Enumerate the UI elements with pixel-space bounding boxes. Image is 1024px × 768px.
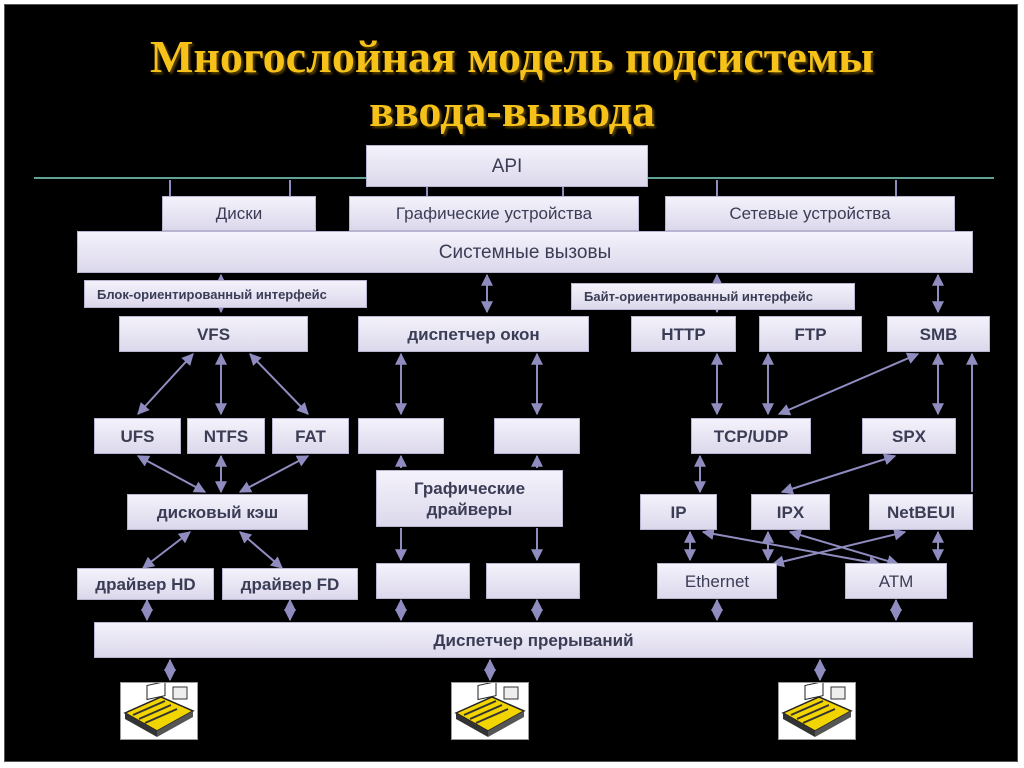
disks-box: Диски <box>162 196 316 231</box>
ip-box: IP <box>640 494 717 530</box>
atm-box: ATM <box>845 563 947 599</box>
interrupt-manager-box: Диспетчер прерываний <box>94 622 973 658</box>
vfs-box: VFS <box>119 316 308 352</box>
slide-title-line1: Многослойная модель подсистемы <box>149 31 875 82</box>
empty-box-2 <box>494 418 580 454</box>
empty-box-1 <box>358 418 444 454</box>
http-box: HTTP <box>631 316 736 352</box>
byte-interface-box: Байт-ориентированный интерфейс <box>571 283 855 310</box>
ftp-box: FTP <box>759 316 862 352</box>
ethernet-box: Ethernet <box>657 563 777 599</box>
ipx-box: IPX <box>751 494 830 530</box>
empty-box-3 <box>376 563 470 599</box>
circuit-board-icon <box>778 681 856 740</box>
fd-driver-box: драйвер FD <box>222 568 358 600</box>
spx-box: SPX <box>862 418 956 454</box>
ntfs-box: NTFS <box>187 418 265 454</box>
block-interface-box: Блок-ориентированный интерфейс <box>84 280 367 308</box>
disk-cache-box: дисковый кэш <box>127 494 308 530</box>
empty-box-4 <box>486 563 580 599</box>
slide-title-line2: ввода-вывода <box>369 85 655 136</box>
circuit-board-icon <box>451 681 529 740</box>
graphics-devices-box: Графические устройства <box>349 196 639 231</box>
hd-driver-box: драйвер HD <box>77 568 214 600</box>
ufs-box: UFS <box>94 418 181 454</box>
tcp-udp-box: TCP/UDP <box>691 418 811 454</box>
netbeui-box: NetBEUI <box>869 494 973 530</box>
network-devices-box: Сетевые устройства <box>665 196 955 231</box>
smb-box: SMB <box>887 316 990 352</box>
graphics-drivers-box: Графические драйверы <box>376 470 563 527</box>
window-manager-box: диспетчер окон <box>358 316 589 352</box>
api-box: API <box>366 145 648 187</box>
circuit-board-icon <box>120 681 198 740</box>
system-calls-box: Системные вызовы <box>77 231 973 273</box>
fat-box: FAT <box>272 418 349 454</box>
